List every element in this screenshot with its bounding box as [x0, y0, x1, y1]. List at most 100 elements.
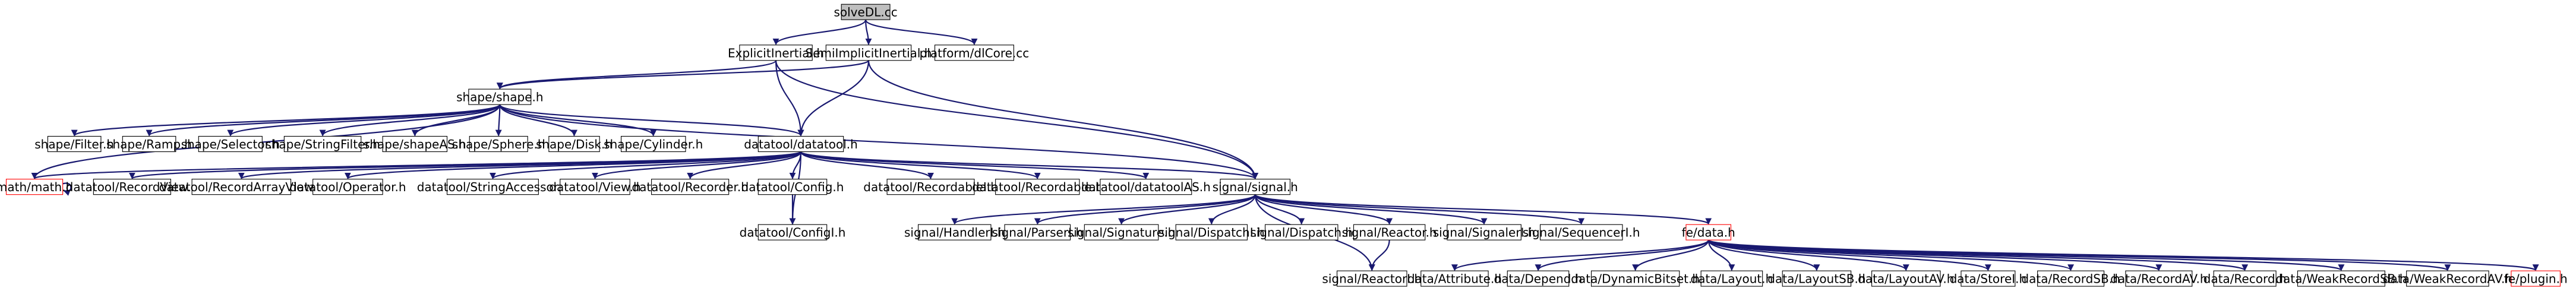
node-label: datatool/RecordArrayView.h [159, 180, 324, 194]
node-label: datatool/Recordable.h [972, 180, 1103, 194]
node-datatool-recordview-h[interactable]: datatool/RecordView.h [66, 179, 198, 195]
node-box [1590, 270, 1680, 287]
node-data-record-h[interactable]: data/Record.h [2204, 270, 2287, 287]
node-signal-dispatchi-h[interactable]: signal/DispatchI.h [1158, 224, 1265, 240]
edge-shape-to-disk [499, 104, 577, 137]
node-box [198, 135, 263, 153]
edge-sig-to-dispatchi [1208, 194, 1256, 225]
node-label: platform/dlCore.cc [920, 46, 1030, 60]
node-datatool-view-h[interactable]: datatool/View.h [549, 179, 641, 195]
edge-sig-to-handleri [951, 194, 1256, 225]
node-label: signal/Reactor.h [1342, 226, 1437, 240]
node-solvedl-cc: solveDL.cc [834, 4, 898, 20]
node-datatool-operator-h[interactable]: datatool/Operator.h [289, 179, 406, 195]
edge-expl-to-sig [775, 60, 1259, 179]
node-box [283, 135, 362, 153]
node-datatool-recordablei-h[interactable]: datatool/RecordableI.h [863, 179, 998, 195]
node-datatool-configi-h[interactable]: datatool/ConfigI.h [740, 224, 846, 240]
node-datatool-recordarrayview-h[interactable]: datatool/RecordArrayView.h [159, 179, 324, 195]
edge-fedata-to-dynbitset [1632, 239, 1709, 271]
node-shape-ramp-h[interactable]: shape/Ramp.h [106, 135, 192, 153]
node-fe-plugin-h[interactable]: fe/plugin.h [2504, 270, 2568, 287]
node-box [1004, 224, 1071, 240]
node-shape-shapeas-h[interactable]: shape/shapeAS.h [364, 135, 466, 153]
node-data-weakrecordsb-h[interactable]: data/WeakRecordSB.h [2275, 270, 2407, 287]
node-explicitinertial-h[interactable]: ExplicitInertial.h [728, 45, 824, 61]
edge-expl-to-dtool [775, 60, 804, 137]
node-semiimplicitinertial-h[interactable]: SemiImplicitInertial.h [806, 45, 932, 61]
node-signal-signaleri-h[interactable]: signal/SignalerI.h [1433, 224, 1536, 240]
node-box [1700, 270, 1763, 287]
node-shape-sphere-h[interactable]: shape/Sphere.h [452, 135, 545, 153]
node-shape-filter-h[interactable]: shape/Filter.h [34, 135, 114, 153]
node-signal-parseri-h[interactable]: signal/ParserI.h [992, 224, 1083, 240]
node-signal-signal-h[interactable]: signal/signal.h [1213, 179, 1298, 195]
edge-sig-to-parseri [1034, 194, 1256, 225]
node-box [1961, 270, 2016, 287]
node-shape-stringfilter-h[interactable]: shape/StringFilter.h [265, 135, 380, 153]
node-label: shape/Selector.h [181, 137, 280, 151]
node-datatool-datatool-h[interactable]: datatool/datatool.h [744, 135, 858, 153]
node-shape-cylinder-h[interactable]: shape/Cylinder.h [604, 135, 703, 153]
node-data-layout-h[interactable]: data/Layout.h [1691, 270, 1773, 287]
node-label: shape/Disk.h [536, 137, 613, 151]
node-box [739, 45, 813, 61]
edge-sig-to-signaleri [1254, 194, 1488, 225]
node-data-recordav-h[interactable]: data/RecordAV.h [2110, 270, 2208, 287]
node-label: signal/Dispatch.h [1250, 226, 1353, 240]
edge-math-to-math [62, 182, 72, 196]
node-datatool-datatoolas-h[interactable]: datatool/datatoolAS.h [1081, 179, 1211, 195]
node-data-storei-h[interactable]: data/StoreI.h [1950, 270, 2027, 287]
node-data-dynamicbitset-h[interactable]: data/DynamicBitset.h [1571, 270, 1700, 287]
node-datatool-stringaccessor-h[interactable]: datatool/StringAccessor.h [417, 179, 569, 195]
edge-dtool-to-view [592, 151, 802, 179]
node-box [122, 135, 176, 153]
node-datatool-recorder-h[interactable]: datatool/Recorder.h [632, 179, 749, 195]
edge-fedata-to-layout [1707, 240, 1735, 271]
node-data-weakrecordav-h[interactable]: data/WeakRecordAV.h [2383, 270, 2512, 287]
node-signal-handleri-h[interactable]: signal/HandlerI.h [904, 224, 1005, 240]
node-label: signal/SequencerI.h [1523, 226, 1640, 240]
edge-dtool-to-recordable [800, 151, 1041, 179]
node-box [651, 179, 730, 195]
node-label: signal/SignalerI.h [1433, 226, 1536, 240]
node-shape-disk-h[interactable]: shape/Disk.h [536, 135, 613, 153]
node-box [1420, 270, 1489, 287]
node-box [2406, 270, 2489, 287]
node-data-depend-h[interactable]: data/Depend.h [1494, 270, 1583, 287]
node-signal-reactor-h[interactable]: signal/Reactor.h [1342, 224, 1437, 240]
node-data-layoutav-h[interactable]: data/LayoutAV.h [1858, 270, 1954, 287]
node-box [2297, 270, 2385, 287]
node-math-math-h[interactable]: math/math.h [0, 179, 73, 195]
node-datatool-recordable-h[interactable]: datatool/Recordable.h [972, 179, 1103, 195]
node-box [934, 45, 1014, 61]
node-box [757, 224, 828, 240]
edge-shape-to-filter [71, 104, 501, 137]
edge-dtool-to-operator [345, 151, 802, 179]
node-label: datatool/RecordableI.h [863, 180, 998, 194]
node-label: shape/StringFilter.h [265, 137, 380, 151]
edge-root-to-expl [772, 19, 867, 45]
node-shape-shape-h[interactable]: shape/shape.h [456, 88, 544, 105]
edge-sig-to-reactor [1254, 194, 1393, 225]
node-data-recordsb-h[interactable]: data/RecordSB.h [2021, 270, 2120, 287]
node-label: signal/HandlerI.h [904, 226, 1005, 240]
node-data-attribute-h[interactable]: data/Attribute.h [1407, 270, 1502, 287]
node-label: signal/ReactorI.h [1322, 272, 1422, 286]
node-platform-dlcore-cc[interactable]: platform/dlCore.cc [920, 45, 1030, 61]
node-box [1782, 270, 1852, 287]
node-box [2037, 270, 2105, 287]
node-signal-signature-h[interactable]: signal/Signature.h [1068, 224, 1175, 240]
node-signal-dispatch-h[interactable]: signal/Dispatch.h [1250, 224, 1353, 240]
node-data-layoutsb-h[interactable]: data/LayoutSB.h [1767, 270, 1866, 287]
node-fe-data-h[interactable]: fe/data.h [1682, 224, 1735, 240]
node-shape-selector-h[interactable]: shape/Selector.h [181, 135, 280, 153]
node-signal-reactori-h[interactable]: signal/ReactorI.h [1322, 270, 1422, 287]
node-box [5, 179, 64, 195]
edge-dtool-to-straccess [490, 151, 802, 179]
node-signal-sequenceri-h[interactable]: signal/SequencerI.h [1523, 224, 1640, 240]
node-label: signal/DispatchI.h [1158, 226, 1265, 240]
node-box [1353, 224, 1426, 240]
node-label: data/LayoutSB.h [1767, 272, 1865, 286]
node-datatool-config-h[interactable]: datatool/Config.h [741, 179, 844, 195]
